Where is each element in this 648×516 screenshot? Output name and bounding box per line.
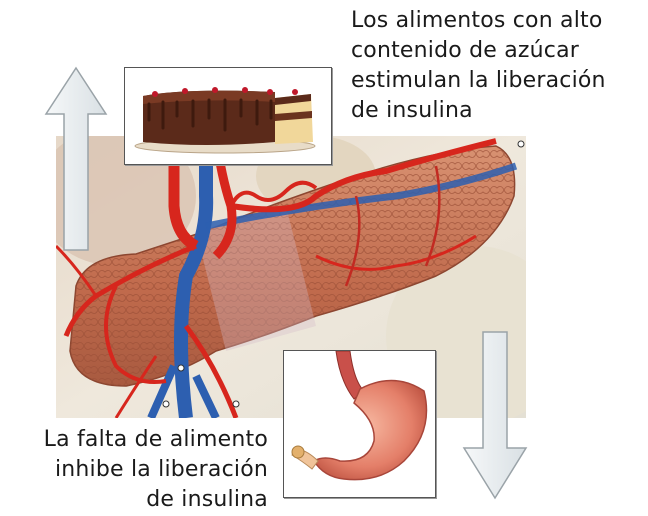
down-arrow-icon: [462, 330, 528, 500]
cake-inset: [124, 67, 332, 165]
stomach-inset: [283, 350, 436, 498]
caption-sugar-stimulates: Los alimentos con alto contenido de azúc…: [351, 6, 606, 126]
caption-fasting-inhibits: La falta de alimento inhibe la liberació…: [44, 425, 268, 515]
caption-line: inhibe la liberación: [44, 455, 268, 485]
caption-line: de insulina: [44, 485, 268, 515]
caption-line: estimulan la liberación: [351, 66, 606, 96]
caption-line: de insulina: [351, 96, 606, 126]
up-arrow-icon: [44, 66, 108, 252]
caption-line: Los alimentos con alto: [351, 6, 606, 36]
caption-line: contenido de azúcar: [351, 36, 606, 66]
stomach-icon: [284, 351, 435, 497]
caption-line: La falta de alimento: [44, 425, 268, 455]
cake-icon: [125, 68, 331, 164]
